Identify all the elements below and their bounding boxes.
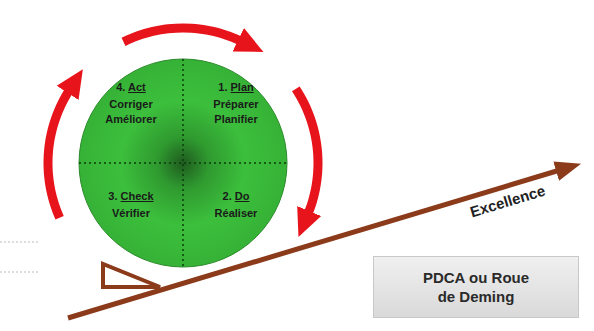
plan-quadrant: 1. PlanPréparer Planifier [196, 80, 276, 127]
step-text: Vérifier [95, 206, 167, 221]
step-text: Préparer Planifier [200, 97, 272, 127]
act-quadrant: 4. ActCorriger Améliorer [91, 80, 171, 127]
dotted-marks [0, 242, 40, 272]
cycle-arrow [123, 28, 243, 42]
step-heading: 3. Check [91, 189, 171, 204]
step-heading: 4. Act [91, 80, 171, 95]
wedge [103, 264, 160, 287]
cycle-arrow [296, 89, 318, 217]
wheel [79, 59, 287, 267]
step-text: Corriger Améliorer [95, 97, 167, 127]
quadrant-dividers [79, 59, 287, 267]
title-box: PDCA ou Roue de Deming [373, 256, 579, 318]
check-quadrant: 3. CheckVérifier [91, 189, 171, 221]
cycle-arrow [48, 88, 71, 218]
step-heading: 2. Do [196, 189, 276, 204]
step-text: Réaliser [200, 206, 272, 221]
step-heading: 1. Plan [196, 80, 276, 95]
title-text: PDCA ou Roue de Deming [415, 268, 537, 306]
do-quadrant: 2. Do Réaliser [196, 189, 276, 221]
